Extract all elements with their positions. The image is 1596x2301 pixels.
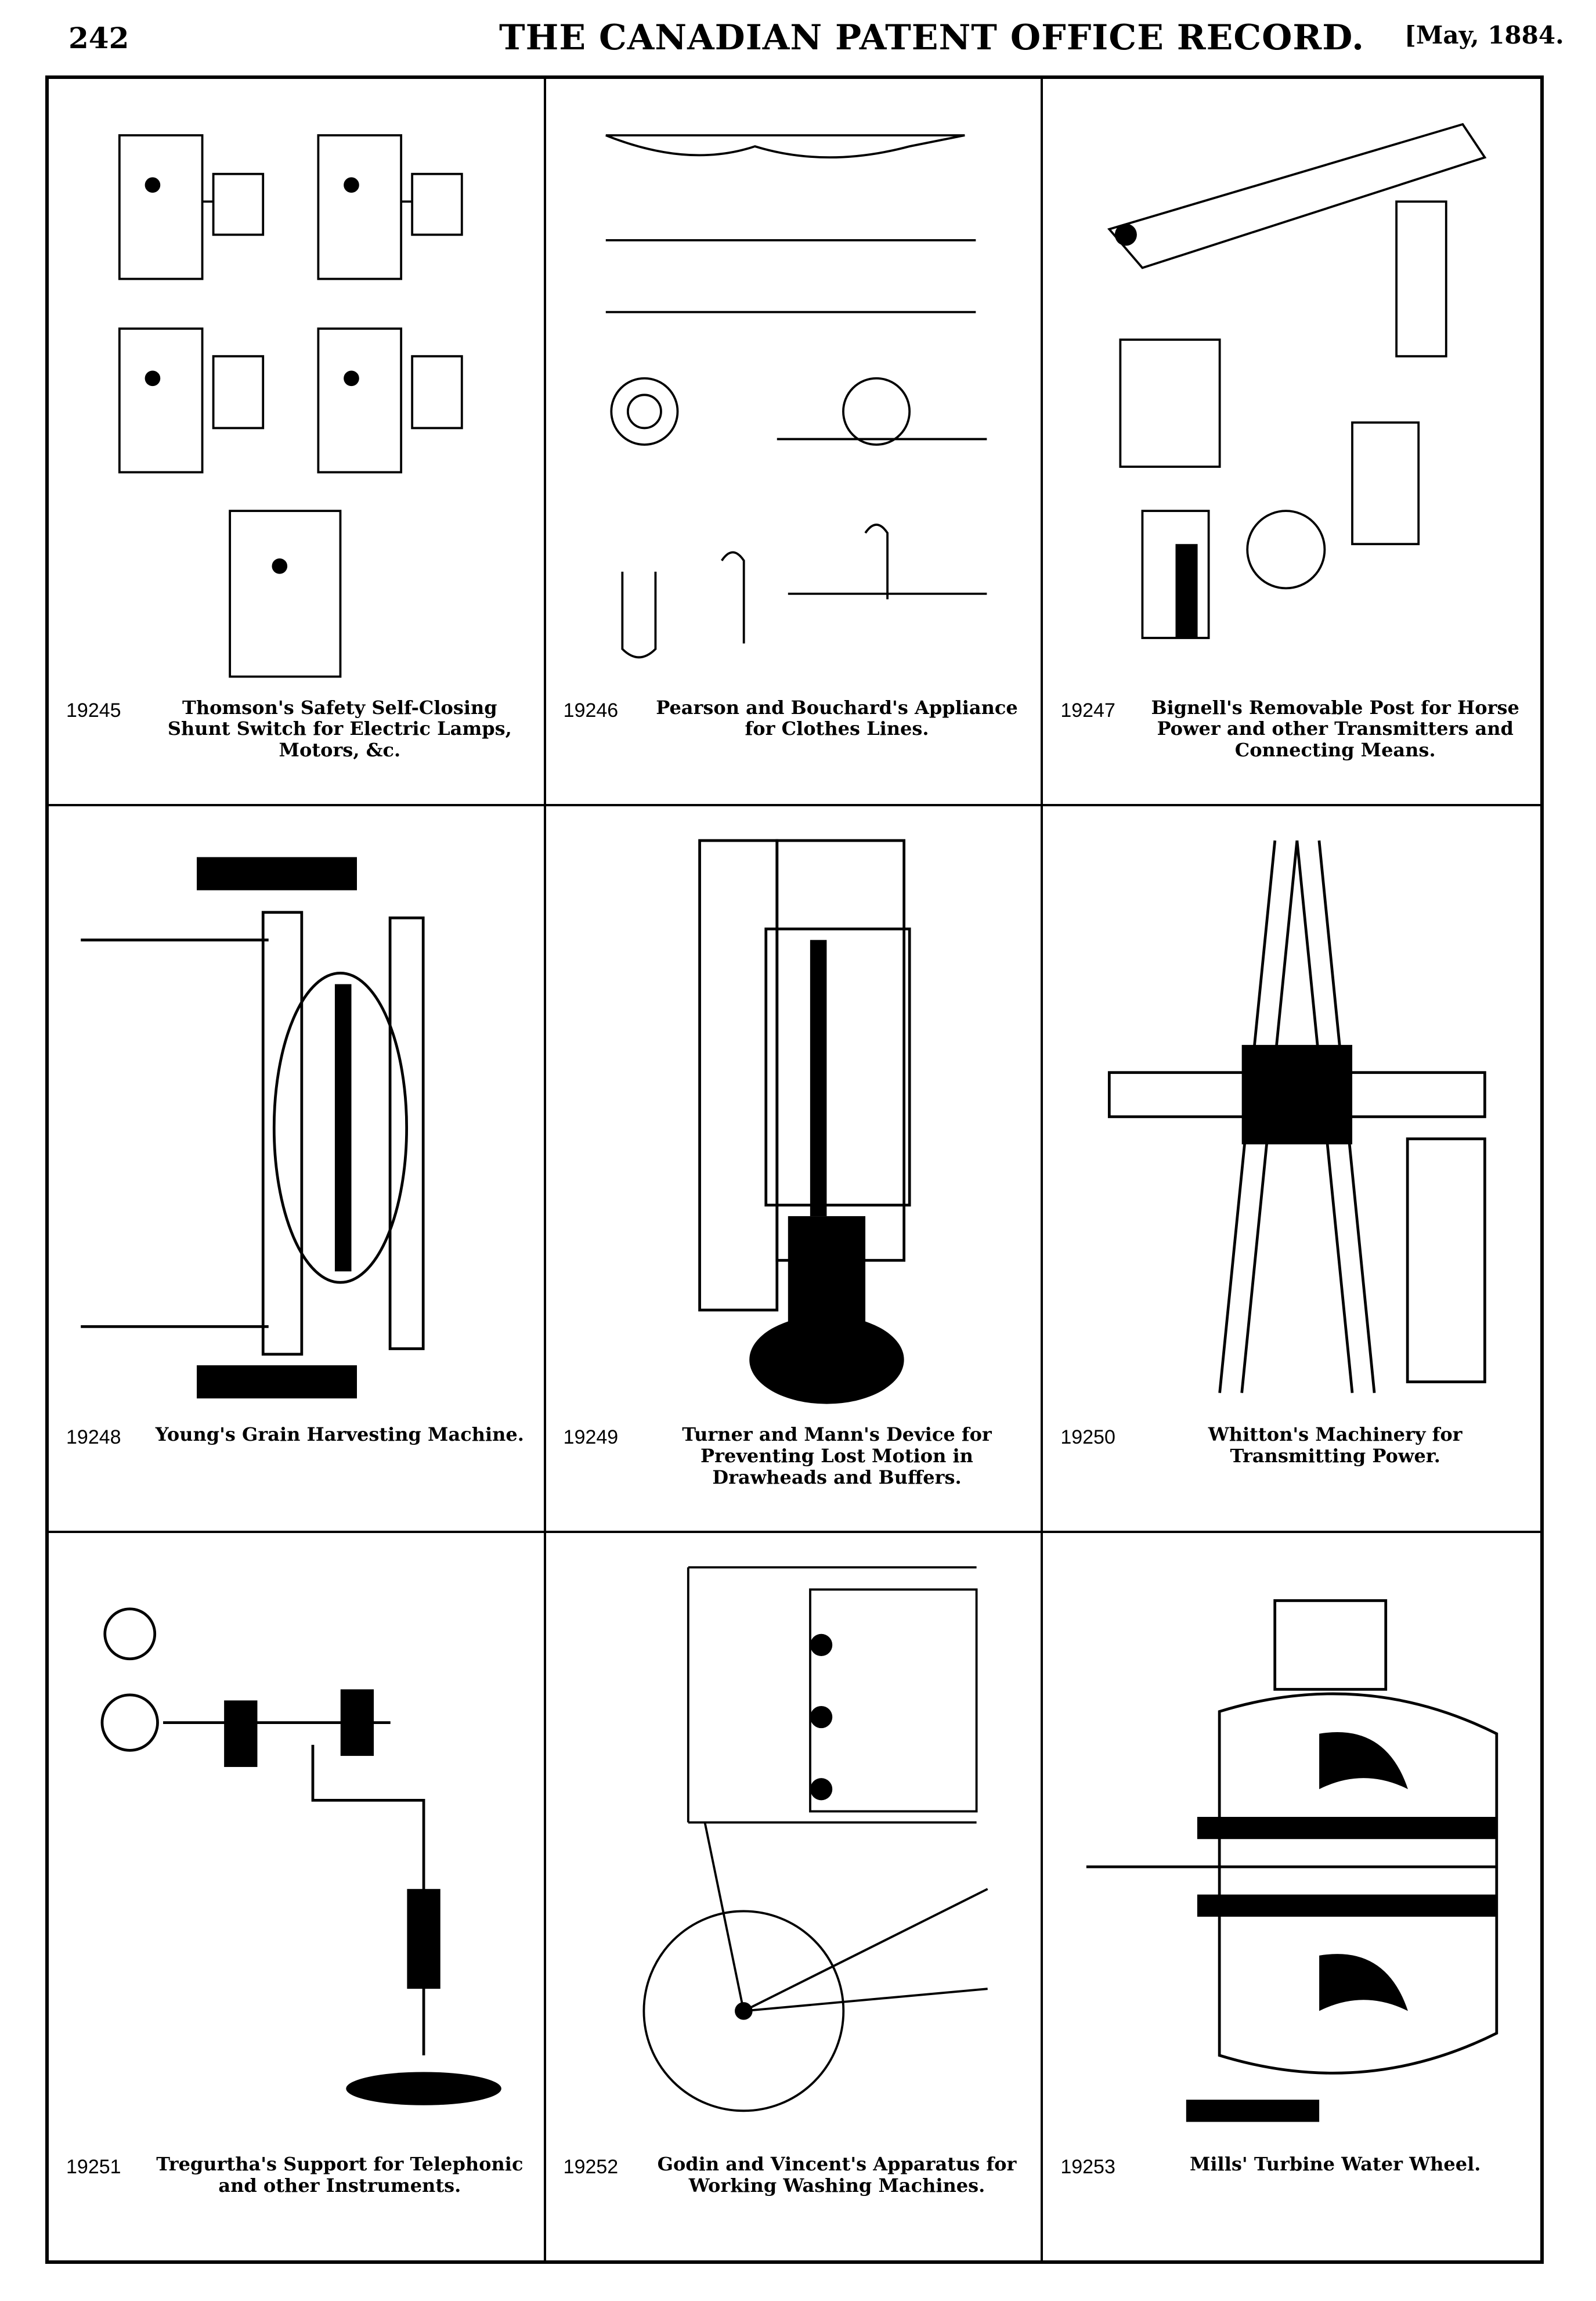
patent-grid: 19245 Thomson's Safety Self-Closing Shun… [49,79,1540,2260]
page-header: 242 THE CANADIAN PATENT OFFICE RECORD. [… [0,0,1596,87]
patent-number: 19253 [1060,2155,1115,2178]
page-frame [45,75,1544,2264]
patent-cell: 19246 Pearson and Bouchard's Appliance f… [546,79,1043,806]
patent-caption: 19247 Bignell's Removable Post for Horse… [1060,694,1523,781]
patent-title: Young's Grain Harvesting Machine. [155,1423,524,1446]
patent-title: Turner and Mann's Device for Preventing … [682,1423,992,1488]
turbine-wheel-figure [1066,1556,1517,2144]
patent-cell: 19245 Thomson's Safety Self-Closing Shun… [49,79,546,806]
patent-cell: 19252 Godin and Vincent's Apparatus for … [546,1533,1043,2260]
washing-machine-figure [569,1556,1018,2144]
grain-harvester-figure [72,829,521,1415]
page-title: THE CANADIAN PATENT OFFICE RECORD. [499,17,1364,58]
patent-caption: 19253 Mills' Turbine Water Wheel. [1060,2150,1523,2237]
patent-number: 19250 [1060,1426,1115,1449]
patent-caption: 19251 Tregurtha's Support for Telephonic… [66,2150,526,2237]
patent-title: Mills' Turbine Water Wheel. [1189,2152,1481,2175]
patent-caption: 19246 Pearson and Bouchard's Appliance f… [564,694,1024,781]
patent-cell: 19253 Mills' Turbine Water Wheel. [1043,1533,1540,2260]
patent-cell: 19248 Young's Grain Harvesting Machine. [49,806,546,1534]
patent-title: Godin and Vincent's Apparatus for Workin… [657,2152,1017,2197]
shunt-switch-figure [72,102,521,688]
patent-title: Pearson and Bouchard's Appliance for Clo… [656,696,1018,740]
patent-cell: 19250 Whitton's Machinery for Transmitti… [1043,806,1540,1534]
patent-title: Whitton's Machinery for Transmitting Pow… [1208,1423,1463,1467]
patent-cell: 19249 Turner and Mann's Device for Preve… [546,806,1043,1534]
patent-number: 19246 [563,699,619,722]
telephone-support-figure [72,1556,521,2144]
patent-number: 19248 [66,1426,121,1449]
patent-number: 19245 [66,699,121,722]
patent-title: Tregurtha's Support for Telephonic and o… [156,2152,523,2197]
power-transmission-figure [1066,829,1517,1415]
patent-number: 19249 [563,1426,619,1449]
patent-caption: 19245 Thomson's Safety Self-Closing Shun… [66,694,526,781]
drawhead-figure [569,829,1018,1415]
clothes-line-figure [569,102,1018,688]
horse-power-post-figure [1066,102,1517,688]
patent-number: 19247 [1060,699,1115,722]
page-number: 242 [68,21,129,55]
patent-caption: 19252 Godin and Vincent's Apparatus for … [564,2150,1024,2237]
patent-title: Thomson's Safety Self-Closing Shunt Swit… [167,696,512,762]
page-date: [May, 1884. [1404,21,1564,49]
patent-number: 19252 [563,2155,619,2178]
patent-caption: 19249 Turner and Mann's Device for Preve… [564,1420,1024,1507]
patent-title: Bignell's Removable Post for Horse Power… [1151,696,1519,762]
patent-caption: 19250 Whitton's Machinery for Transmitti… [1060,1420,1523,1507]
patent-caption: 19248 Young's Grain Harvesting Machine. [66,1420,526,1507]
patent-number: 19251 [66,2155,121,2178]
patent-cell: 19247 Bignell's Removable Post for Horse… [1043,79,1540,806]
patent-cell: 19251 Tregurtha's Support for Telephonic… [49,1533,546,2260]
